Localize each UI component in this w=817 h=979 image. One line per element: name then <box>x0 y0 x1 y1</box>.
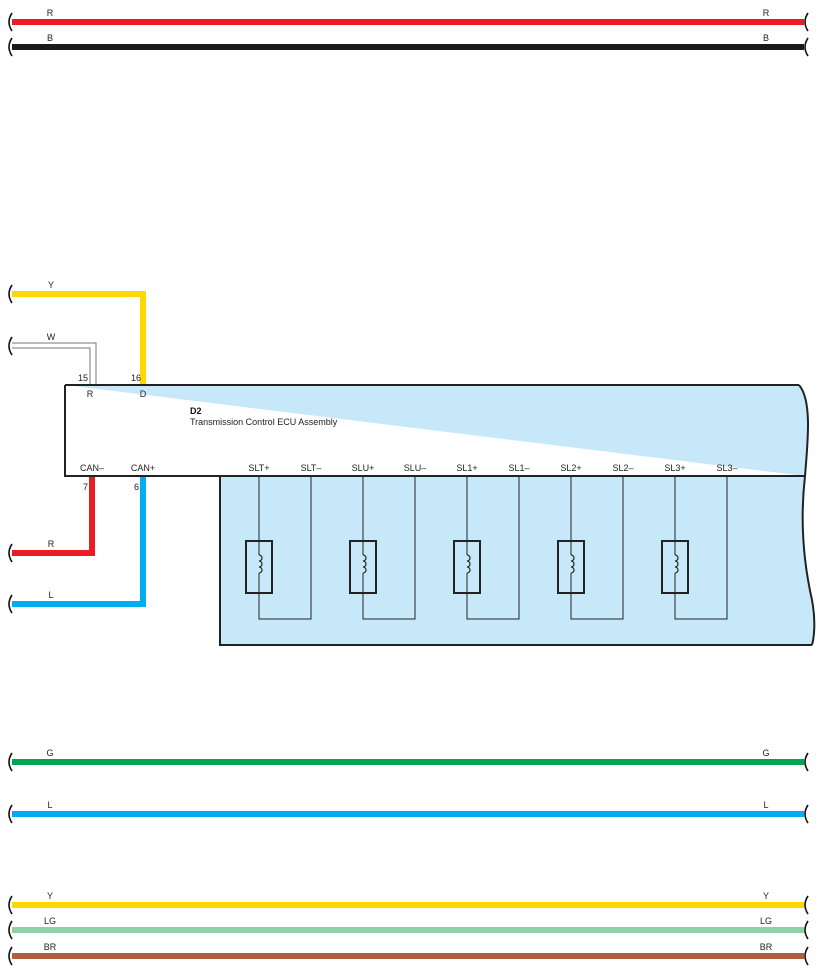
solenoid-coil-icon <box>570 554 575 574</box>
wire-left-label: BR <box>44 942 57 952</box>
wire-right-break-icon <box>804 752 809 772</box>
solenoid-coil-icon <box>362 554 367 574</box>
solenoid-coil-icon <box>466 554 471 574</box>
solenoid-group: SLT+ SLT– SLU+ SLU– SL1+ SL1– SL2+ SL2– SL3+ SL3– <box>245 463 738 620</box>
wire-right-break-icon <box>804 946 809 966</box>
solenoid-plus-label: SLU+ <box>352 463 375 473</box>
ecu-top-pin-terminal: R <box>87 389 94 399</box>
wire-right-break-icon <box>804 920 809 940</box>
ecu-body <box>64 384 816 646</box>
ecu-wire-r-break-icon <box>8 543 13 563</box>
wire-right-break-icon <box>804 12 809 32</box>
ecu-wire-w-label: W <box>47 332 56 342</box>
solenoid-plus-label: SL1+ <box>456 463 477 473</box>
ecu-top-pin-terminal: D <box>140 389 147 399</box>
ecu-outline-lower <box>219 476 812 646</box>
ecu-d2-group: Y W R L D2 Transmission Control ECU Assembl… <box>8 280 816 646</box>
solenoid-minus-label: SL3– <box>716 463 737 473</box>
ecu-code: D2 <box>190 406 202 416</box>
ecu-wire-l-label: L <box>48 590 53 600</box>
wire-left-break-icon <box>8 946 13 966</box>
ecu-wire-y-break-icon <box>8 284 13 304</box>
ecu-bottom-pin-number: 7 <box>83 482 88 492</box>
wire-left-break-icon <box>8 37 13 57</box>
wire-right-break-icon <box>804 895 809 915</box>
ecu-wire-r-line <box>12 476 95 556</box>
wire-left-label: LG <box>44 916 56 926</box>
ecu-wire-l-line <box>12 476 146 607</box>
ecu-wire-r-label: R <box>48 539 55 549</box>
ecu-fill <box>65 385 815 645</box>
wire-right-label: Y <box>763 891 769 901</box>
wire-right-label: G <box>762 748 769 758</box>
solenoid-minus-label: SL1– <box>508 463 529 473</box>
wire-left-label: L <box>47 800 52 810</box>
ecu-wire-w-outer-line <box>12 342 97 386</box>
wire-left-break-icon <box>8 920 13 940</box>
wire-right-label: B <box>763 33 769 43</box>
wire-left-break-icon <box>8 804 13 824</box>
ecu-bottom-pin-terminal: CAN+ <box>131 463 155 473</box>
solenoid-coil-icon <box>258 554 263 574</box>
ecu-top-pin-number: 16 <box>131 373 141 383</box>
ecu-bottom-pin-number: 6 <box>134 482 139 492</box>
ecu-wire-y-label: Y <box>48 280 54 290</box>
wire-right-break-icon <box>804 804 809 824</box>
wire-right-label: R <box>763 8 770 18</box>
wire-right-label: L <box>763 800 768 810</box>
ecu-wire-l-break-icon <box>8 594 13 614</box>
wire-left-label: Y <box>47 891 53 901</box>
ecu-bottom-pin-terminal: CAN– <box>80 463 104 473</box>
ecu-wire-w-break-icon <box>8 336 13 356</box>
through-wires-group: R R B B G G L L Y Y LG LG BR BR <box>8 8 809 966</box>
wire-left-label: B <box>47 33 53 43</box>
wire-left-break-icon <box>8 895 13 915</box>
ecu-wire-w-inner-line <box>12 347 91 386</box>
wire-right-label: BR <box>760 942 773 952</box>
ecu-name: Transmission Control ECU Assembly <box>190 417 338 427</box>
ecu-wire-y-line <box>12 291 146 386</box>
wire-left-break-icon <box>8 12 13 32</box>
wire-right-label: LG <box>760 916 772 926</box>
ecu-top-pin-number: 15 <box>78 373 88 383</box>
ecu-wires: Y W R L <box>8 280 146 614</box>
wire-right-break-icon <box>804 37 809 57</box>
wire-left-break-icon <box>8 752 13 772</box>
solenoid-minus-label: SLT– <box>301 463 322 473</box>
solenoid-coil-icon <box>674 554 679 574</box>
wire-left-label: R <box>47 8 54 18</box>
solenoid-plus-label: SL2+ <box>560 463 581 473</box>
ecu-outline-left <box>64 385 805 477</box>
solenoid-plus-label: SLT+ <box>248 463 269 473</box>
ecu-outline-right-break <box>798 384 816 646</box>
solenoid-minus-label: SL2– <box>612 463 633 473</box>
solenoid-plus-label: SL3+ <box>664 463 685 473</box>
ecu-pin-labels: 15R 16D CAN– 7 CAN+ 6 <box>78 373 155 492</box>
wire-left-label: G <box>46 748 53 758</box>
solenoid-minus-label: SLU– <box>404 463 427 473</box>
